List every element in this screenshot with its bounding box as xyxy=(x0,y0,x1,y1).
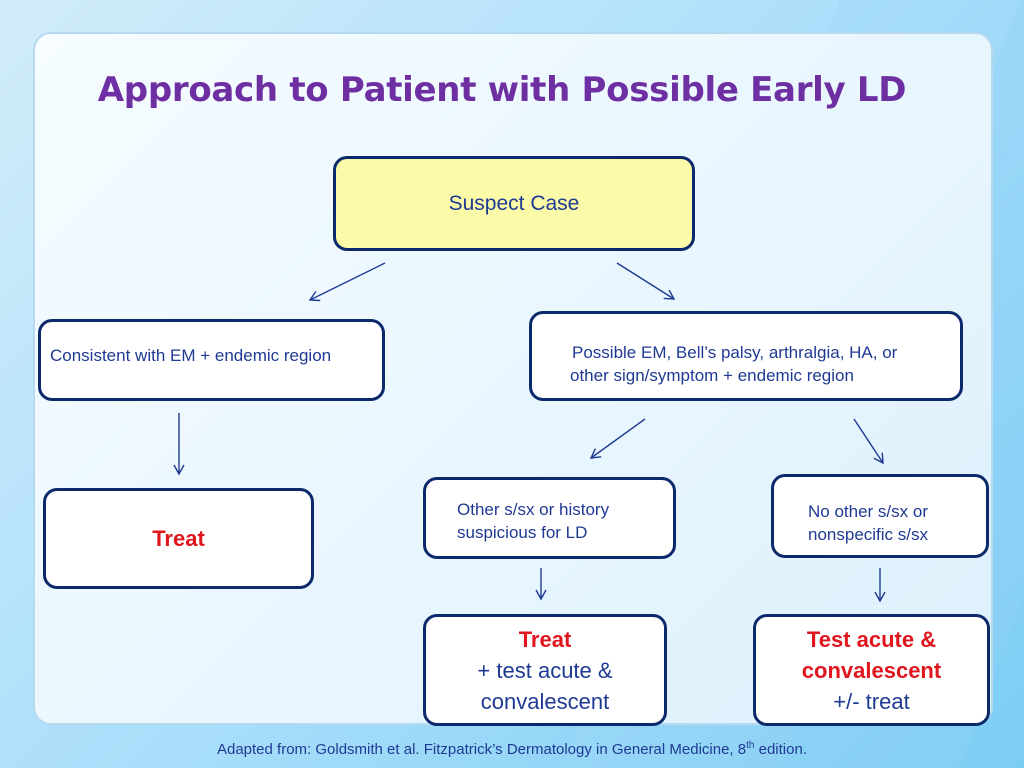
test-and-treat-bold-2: convalescent xyxy=(801,657,942,683)
test-and-treat-bold-1: Test acute & xyxy=(806,626,937,652)
treat-and-test-bold: Treat xyxy=(518,626,572,652)
possible-signs-box: Possible EM, Bell’s palsy, arthralgia, H… xyxy=(529,311,963,401)
arrow-suspect-to-em xyxy=(308,262,386,302)
arrow-possible-to-other xyxy=(589,418,646,459)
test-and-treat-box: Test acute & convalescent +/- treat xyxy=(753,614,990,726)
other-sx-line-2: suspicious for LD xyxy=(457,523,588,542)
arrow-suspect-to-possible xyxy=(616,262,676,300)
other-sx-line-1: Other s/sx or history xyxy=(457,500,610,519)
arrow-possible-to-nosx xyxy=(853,418,884,465)
citation-footer: Adapted from: Goldsmith et al. Fitzpatri… xyxy=(0,740,1024,758)
treat-and-test-box: Treat + test acute & convalescent xyxy=(423,614,667,726)
treat-and-test-line-1: + test acute & xyxy=(477,657,613,683)
em-endemic-label: Consistent with EM + endemic region xyxy=(50,346,332,365)
no-other-sx-box: No other s/sx or nonspecific s/sx xyxy=(771,474,989,558)
possible-signs-line-2: other sign/symptom + endemic region xyxy=(570,366,854,385)
treat-and-test-line-2: convalescent xyxy=(480,688,610,714)
em-endemic-box: Consistent with EM + endemic region xyxy=(38,319,385,401)
test-and-treat-line: +/- treat xyxy=(833,688,910,714)
no-other-sx-line-1: No other s/sx or xyxy=(808,502,928,521)
suspect-case-box: Suspect Case xyxy=(333,156,695,251)
citation-tail: edition. xyxy=(754,741,807,758)
treat-label-left: Treat xyxy=(152,525,205,551)
suspect-case-label: Suspect Case xyxy=(448,191,580,215)
slide-title: Approach to Patient with Possible Early … xyxy=(97,70,907,110)
other-sx-box: Other s/sx or history suspicious for LD xyxy=(423,477,676,559)
treat-box-left: Treat xyxy=(43,488,314,589)
citation-superscript: th xyxy=(746,740,755,751)
no-other-sx-line-2: nonspecific s/sx xyxy=(808,525,928,544)
citation-text: Adapted from: Goldsmith et al. Fitzpatri… xyxy=(216,741,747,758)
possible-signs-line-1: Possible EM, Bell’s palsy, arthralgia, H… xyxy=(572,343,898,362)
